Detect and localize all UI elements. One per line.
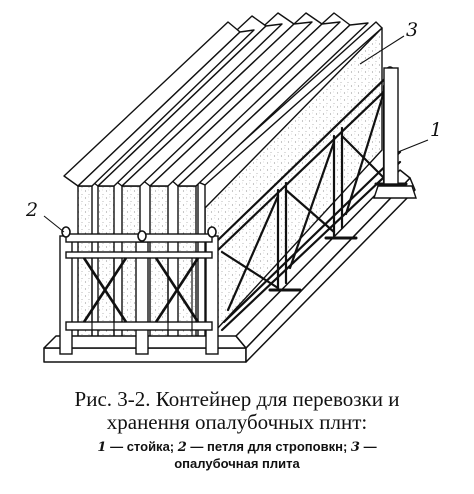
rear-post: [373, 67, 417, 199]
container-drawing: 1 2 3: [25, 12, 442, 363]
lifting-loop: [137, 230, 147, 242]
legend-item-3: 3 — опалубочная плита: [174, 439, 377, 471]
figure-caption: Рис. 3-2. Контейнер для перевозки и хран…: [0, 388, 474, 472]
legend-item-2: 2 — петля для строповкн;: [177, 439, 348, 455]
formwork-panel: [97, 185, 115, 343]
formwork-panels: [63, 12, 383, 343]
lifting-loop: [61, 226, 71, 238]
callout-leader-3: [359, 35, 405, 65]
side-truss: [216, 68, 408, 332]
lifting-loop: [207, 226, 217, 238]
caption-line-2: хранення опалубочных плнт:: [106, 410, 368, 434]
callout-2: 2: [25, 199, 38, 221]
caption-legend: 1 — стойка; 2 — петля для строповкн; 3 —…: [0, 439, 474, 472]
caption-line-1: Рис. 3-2. Контейнер для перевозки и: [74, 387, 400, 411]
legend-item-1: 1 — стойка;: [97, 439, 175, 455]
callout-leader-1: [397, 139, 429, 153]
callout-leader-2: [43, 215, 65, 233]
callout-3: 3: [406, 19, 418, 41]
front-end-frame: [59, 66, 395, 355]
callout-1: 1: [430, 119, 442, 141]
base-skid: [43, 169, 416, 363]
